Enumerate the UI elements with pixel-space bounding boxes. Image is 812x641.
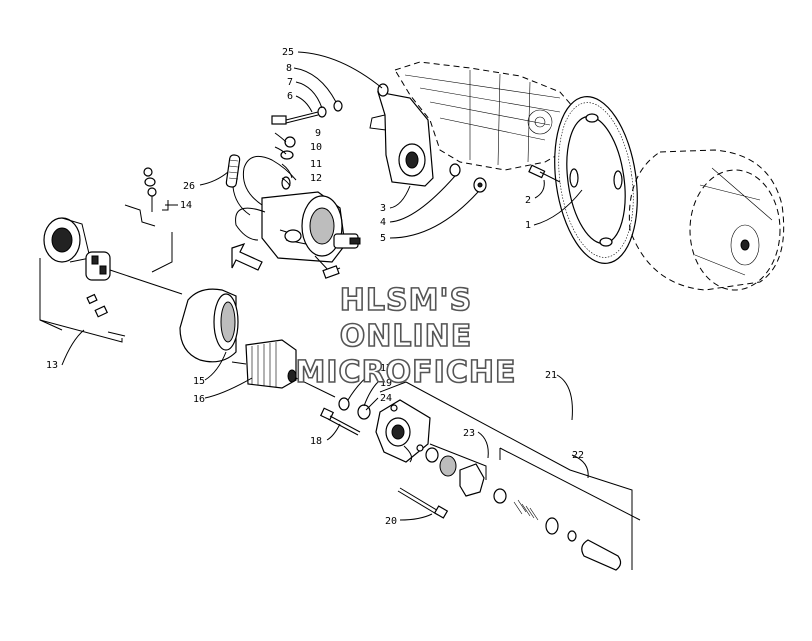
cable-sleeve: [225, 154, 251, 216]
watermark: HLSM'S ONLINE MICROFICHE: [295, 282, 517, 391]
callout-6: 6: [287, 91, 293, 102]
callout-10: 10: [310, 142, 322, 153]
callout-11: 11: [310, 159, 322, 170]
watermark-line-1: HLSM'S: [340, 283, 472, 318]
callout-brackets-drive: [379, 381, 641, 570]
callout-labels: 25 8 7 6 9 10 11 12 26 14 13 15 16 17 19…: [46, 47, 584, 527]
callout-24: 24: [380, 393, 392, 404]
bracket-bolt-with-washers: [271, 83, 389, 125]
armature: [231, 339, 336, 398]
starter-motor-assembly: [235, 155, 361, 279]
watermark-line-2: ONLINE: [340, 319, 473, 354]
callout-5: 5: [380, 233, 386, 244]
callout-7: 7: [287, 77, 293, 88]
callout-15: 15: [193, 376, 205, 387]
engine-block-outline: [394, 61, 581, 171]
callout-1: 1: [525, 220, 531, 231]
callout-26: 26: [183, 181, 195, 192]
ring-gear-bolt: [528, 164, 561, 183]
callout-3: 3: [380, 203, 386, 214]
ring-gear: [554, 96, 638, 264]
watermark-line-3: MICROFICHE: [296, 355, 517, 390]
callout-2: 2: [525, 195, 531, 206]
callout-25: 25: [282, 47, 294, 58]
drive-housing-bolt: [319, 407, 361, 436]
callout-19: 19: [380, 378, 392, 389]
callout-16: 16: [193, 394, 205, 405]
callout-20: 20: [385, 516, 397, 527]
brush-end-cap: [43, 167, 183, 337]
callout-22: 22: [572, 450, 584, 461]
thrust-washers: [338, 397, 371, 420]
callout-14: 14: [180, 200, 192, 211]
washer-and-nut: [449, 163, 487, 193]
leader-lines: [61, 51, 589, 521]
through-bolt: [397, 487, 449, 519]
terminal-nut-and-washer: [280, 136, 296, 160]
callout-4: 4: [380, 217, 386, 228]
callout-18: 18: [310, 436, 322, 447]
callout-12: 12: [310, 173, 322, 184]
callout-8: 8: [286, 63, 292, 74]
callout-bracket-13: [39, 200, 173, 343]
drive-end-housing: [375, 399, 431, 463]
field-housing: [179, 288, 239, 363]
starter-drive-assembly: [425, 447, 622, 571]
callout-13: 13: [46, 360, 58, 371]
callout-17: 17: [380, 363, 392, 374]
starter-mounting-bracket: [369, 91, 434, 187]
callout-21: 21: [545, 370, 557, 381]
callout-9: 9: [315, 128, 321, 139]
callout-23: 23: [463, 428, 475, 439]
flywheel-outline: [628, 149, 785, 291]
direction-arrow: [231, 242, 263, 271]
